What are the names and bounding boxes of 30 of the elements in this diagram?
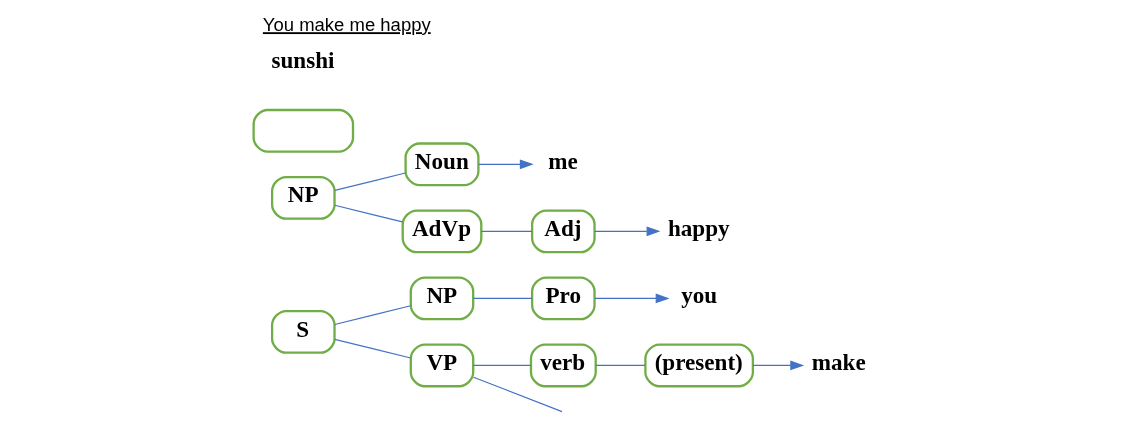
node-text: make <box>811 349 866 376</box>
node-box: verb <box>529 343 597 388</box>
node-box: AdVp <box>401 209 483 254</box>
connector <box>480 230 533 232</box>
connector <box>472 376 563 413</box>
node-box: Noun <box>404 142 480 187</box>
connector <box>595 364 646 366</box>
node-box: NP <box>270 175 336 220</box>
node-box: (present) <box>644 343 755 388</box>
arrow <box>594 293 670 304</box>
node-text: happy <box>667 214 730 241</box>
connector <box>334 172 406 191</box>
connector <box>334 204 403 223</box>
arrow <box>594 226 661 237</box>
connector <box>334 338 412 359</box>
connector <box>472 364 532 366</box>
node-box: NP <box>409 276 475 321</box>
node-box: VP <box>409 343 475 388</box>
node-box: Pro <box>531 276 596 321</box>
node-text: you <box>681 282 718 309</box>
connector <box>472 297 533 299</box>
node-box <box>252 108 355 153</box>
label: sunshi <box>271 47 335 74</box>
connector <box>334 305 412 326</box>
node-box: S <box>270 309 336 354</box>
arrow <box>752 360 805 371</box>
node-box: Adj <box>531 209 596 254</box>
diagram-title: You make me happy <box>262 14 431 36</box>
node-text: me <box>548 147 578 174</box>
arrow <box>477 159 534 170</box>
